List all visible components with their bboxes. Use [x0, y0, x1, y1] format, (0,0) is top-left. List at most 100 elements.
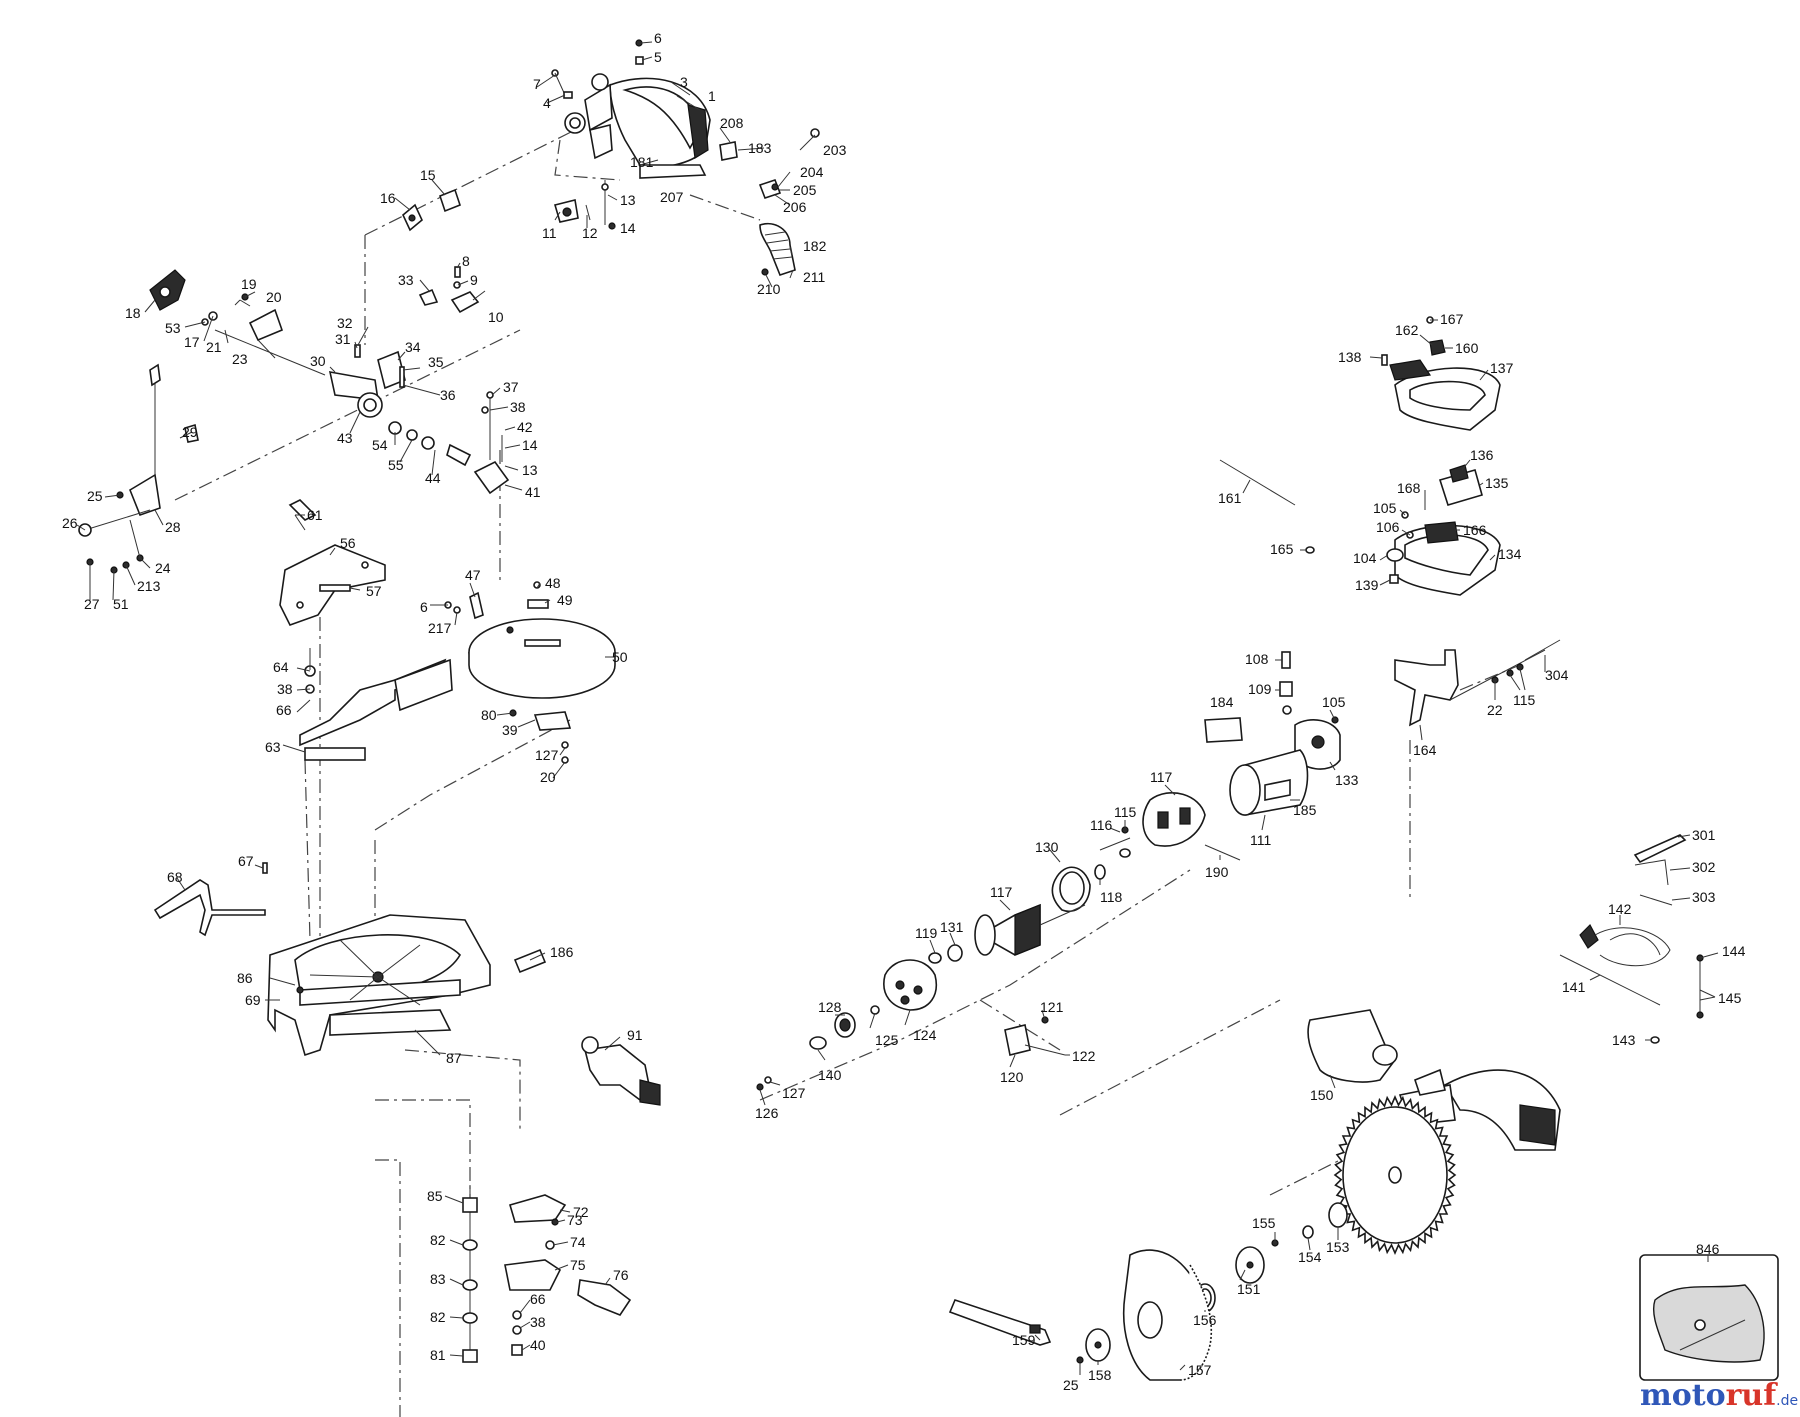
- miter-lock-75: [504, 1218, 632, 1356]
- label-14b: 14: [522, 437, 538, 453]
- label-153: 153: [1326, 1239, 1350, 1255]
- label-4: 4: [543, 95, 551, 111]
- label-1: 1: [708, 88, 716, 104]
- label-185: 185: [1293, 802, 1317, 818]
- label-111: 111: [1250, 832, 1271, 848]
- label-205: 205: [793, 182, 817, 198]
- label-127: 127: [535, 747, 559, 763]
- label-44: 44: [425, 470, 441, 486]
- label-25: 25: [87, 488, 103, 504]
- label-51: 51: [113, 596, 129, 612]
- washer-118: [1094, 864, 1106, 880]
- motor-housing-134: [1386, 511, 1501, 596]
- label-34: 34: [405, 339, 421, 355]
- label-9: 9: [470, 272, 478, 288]
- label-141: 141: [1562, 979, 1586, 995]
- label-35: 35: [428, 354, 444, 370]
- label-38b: 38: [277, 681, 293, 697]
- label-184-sticker: [1204, 717, 1243, 743]
- label-130: 130: [1035, 839, 1059, 855]
- gear-case-124: [883, 959, 937, 1011]
- part-number-labels: 1 3 4 5 6 7 11 12 13 14 15 16 181 183 20…: [62, 30, 1746, 1393]
- motor-cover-137: [1381, 316, 1501, 431]
- label-66: 66: [276, 702, 292, 718]
- rotary-table-50: [468, 618, 616, 699]
- label-40: 40: [530, 1337, 546, 1353]
- label-117b: 117: [990, 884, 1013, 900]
- label-106: 106: [1376, 519, 1400, 535]
- label-137: 137: [1490, 360, 1514, 376]
- label-32: 32: [337, 315, 353, 331]
- label-48: 48: [545, 575, 561, 591]
- label-159: 159: [1012, 1332, 1036, 1348]
- label-117: 117: [1150, 769, 1173, 785]
- label-144: 144: [1722, 943, 1746, 959]
- label-17: 17: [184, 334, 200, 350]
- label-82b: 82: [430, 1309, 446, 1325]
- watermark-logo: motoruf.de: [1640, 1378, 1798, 1413]
- label-75: 75: [570, 1257, 586, 1273]
- label-109: 109: [1248, 681, 1272, 697]
- label-33: 33: [398, 272, 414, 288]
- flange-151: [1235, 1246, 1265, 1284]
- label-14: 14: [620, 220, 636, 236]
- brush-108-109: [1279, 651, 1293, 715]
- label-91: 91: [627, 1027, 643, 1043]
- label-143: 143: [1612, 1032, 1636, 1048]
- label-203: 203: [823, 142, 847, 158]
- dust-elbow-182: [758, 128, 820, 276]
- label-43: 43: [337, 430, 353, 446]
- label-207: 207: [660, 189, 684, 205]
- upper-guard-assembly-right: [1398, 1068, 1561, 1151]
- label-167: 167: [1440, 311, 1464, 327]
- label-164: 164: [1413, 742, 1437, 758]
- label-133: 133: [1335, 772, 1359, 788]
- label-66b: 66: [530, 1291, 546, 1307]
- label-165: 165: [1270, 541, 1294, 557]
- washers-54-55-44: [388, 421, 472, 467]
- label-36: 36: [440, 387, 456, 403]
- label-22: 22: [1487, 702, 1503, 718]
- label-41: 41: [525, 484, 541, 500]
- label-160: 160: [1455, 340, 1479, 356]
- label-105b: 105: [1322, 694, 1346, 710]
- label-67: 67: [238, 853, 254, 869]
- fasteners-116-115: [1099, 826, 1131, 858]
- label-85: 85: [427, 1188, 443, 1204]
- label-108: 108: [1245, 651, 1269, 667]
- label-134: 134: [1498, 546, 1522, 562]
- label-186: 186: [550, 944, 574, 960]
- stop-bolt-stack: [462, 1185, 478, 1363]
- part-11-bracket: [553, 180, 616, 230]
- label-181: 181: [630, 154, 654, 170]
- part-15-16-latch: [402, 188, 461, 232]
- label-182: 182: [803, 238, 827, 254]
- pivot-shaft: [214, 329, 406, 418]
- label-20: 20: [266, 289, 282, 305]
- wrench-301-303: [1633, 834, 1687, 906]
- label-122: 122: [1072, 1048, 1096, 1064]
- label-846: 846: [1696, 1241, 1720, 1257]
- washer-158: [1076, 1328, 1111, 1364]
- label-11: 11: [542, 225, 557, 241]
- lower-guard-150: [1307, 1009, 1398, 1083]
- label-76: 76: [613, 1267, 629, 1283]
- label-50: 50: [612, 649, 628, 665]
- label-157: 157: [1188, 1362, 1212, 1378]
- label-166: 166: [1463, 522, 1487, 538]
- label-leaders: [76, 41, 1719, 1375]
- label-168: 168: [1397, 480, 1421, 496]
- table-insert-parts: [444, 581, 549, 620]
- label-28: 28: [165, 519, 181, 535]
- label-31: 31: [335, 331, 351, 347]
- label-126: 126: [755, 1105, 779, 1121]
- label-190: 190: [1205, 864, 1229, 880]
- top-fasteners: [551, 39, 738, 161]
- label-30: 30: [310, 353, 326, 369]
- label-15: 15: [420, 167, 436, 183]
- label-68: 68: [167, 869, 183, 885]
- part-164-arm: [1394, 649, 1459, 727]
- label-121: 121: [1040, 999, 1064, 1015]
- label-8: 8: [462, 253, 470, 269]
